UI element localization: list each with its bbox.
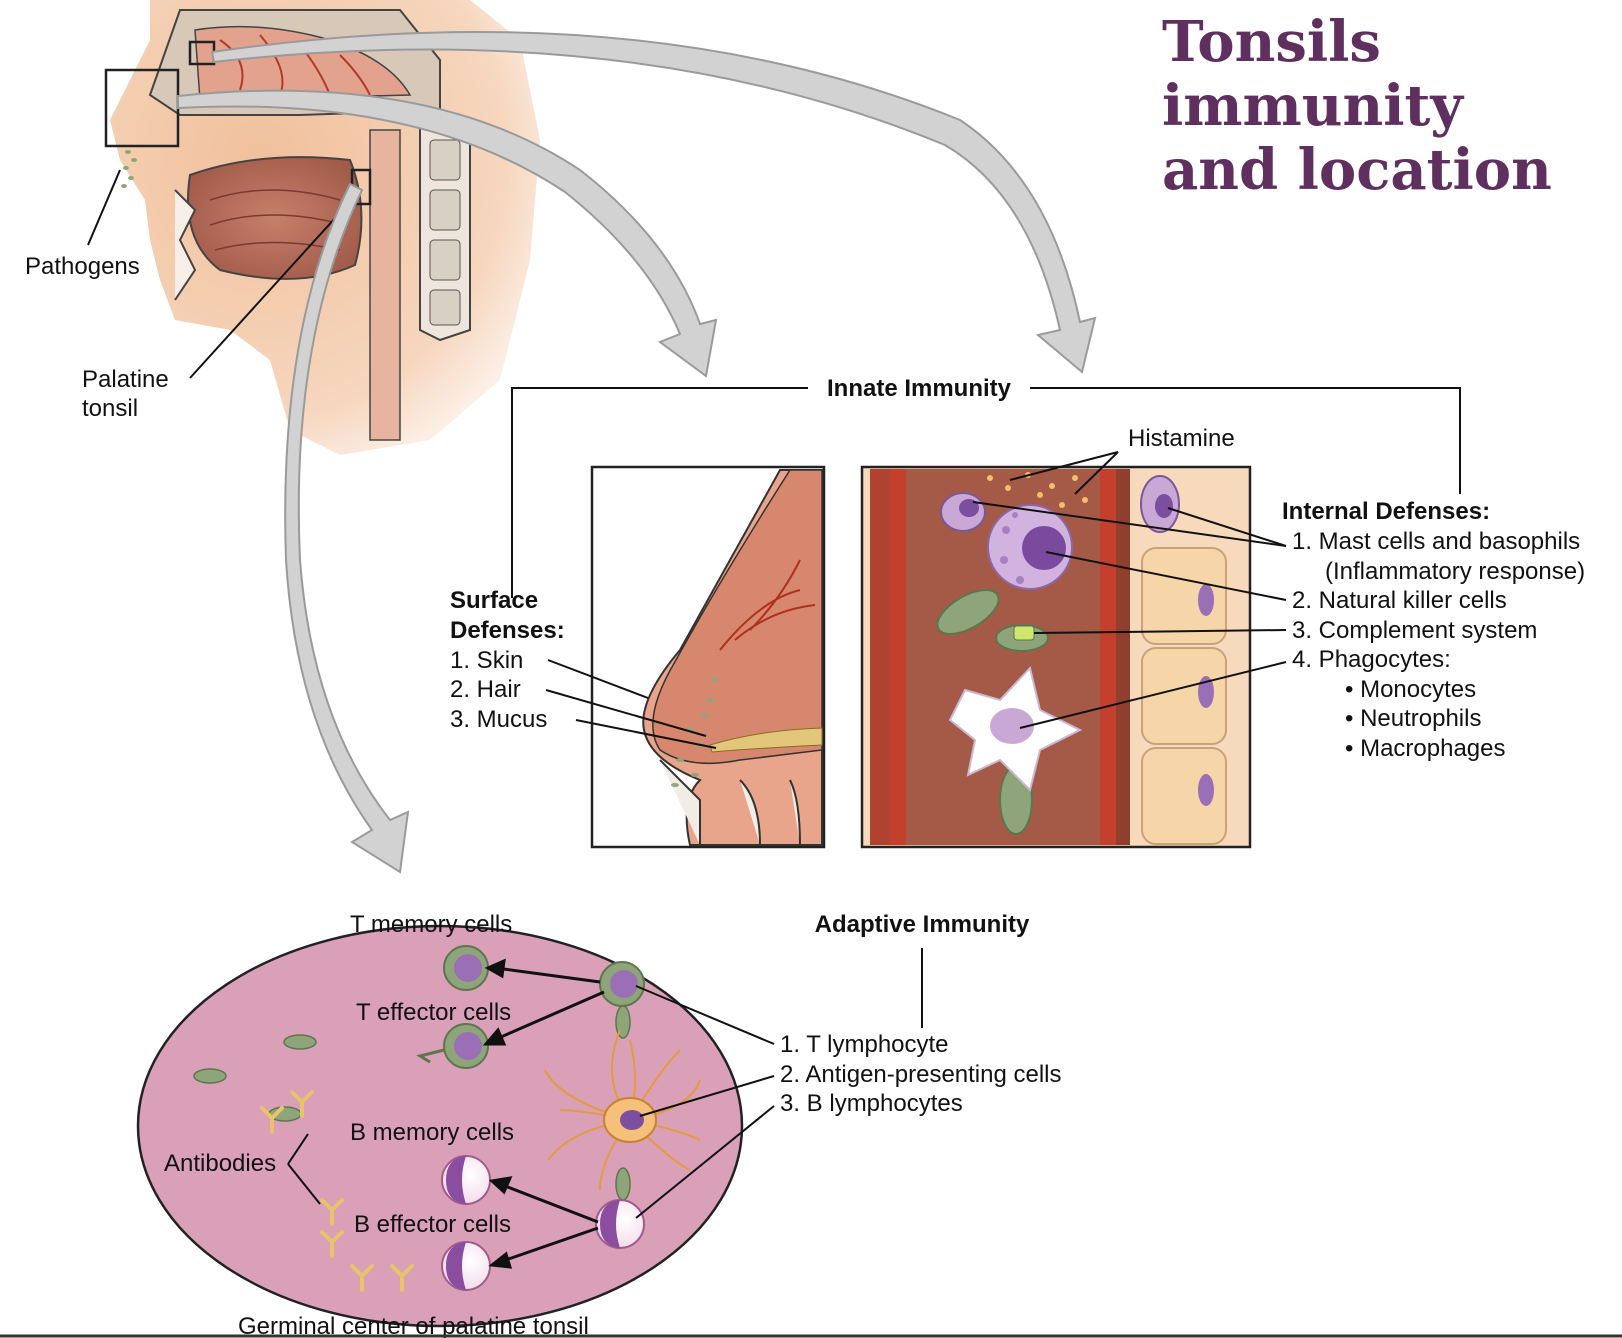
surface-title-2: Defenses: (450, 617, 565, 644)
adaptive-immunity-header: Adaptive Immunity (815, 911, 1030, 938)
histamine-leaders (1009, 451, 1119, 495)
histamine-label: Histamine (1128, 425, 1235, 452)
phagocyte-macrophages: • Macrophages (1345, 735, 1506, 762)
t-memory-cell (443, 945, 489, 991)
nk-cell (987, 504, 1073, 590)
b-memory-label: B memory cells (350, 1119, 514, 1146)
title-line-3: and location (1162, 137, 1552, 203)
antibodies-label: Antibodies (164, 1150, 276, 1177)
rbc-1 (936, 589, 1000, 635)
slide-title: Tonsils immunity and location (1162, 10, 1602, 202)
t-effector-cell (416, 1023, 489, 1069)
internal-item-mast: 1. Mast cells and basophils (1292, 528, 1580, 555)
arrow-to-surface (177, 89, 718, 378)
adaptive-item-t: 1. T lymphocyte (780, 1031, 949, 1058)
internal-item-nk: 2. Natural killer cells (1292, 587, 1507, 614)
internal-item-complement: 3. Complement system (1292, 617, 1537, 644)
phagocyte-monocytes: • Monocytes (1345, 676, 1476, 703)
t-effector-label: T effector cells (356, 999, 511, 1026)
arrow-to-germinal (284, 182, 410, 874)
mast-cell (940, 492, 986, 532)
macrophage (948, 665, 1083, 792)
b-cell-parent (595, 1199, 645, 1249)
surface-item-hair: 2. Hair (450, 676, 521, 703)
innate-bracket (511, 387, 1461, 598)
internal-defense-panel (860, 465, 1252, 849)
palatine-leader (189, 194, 357, 379)
palatine-label-1: Palatine (82, 366, 169, 393)
palatine-label-2: tonsil (82, 395, 138, 422)
innate-immunity-header: Innate Immunity (827, 375, 1012, 402)
arrow-to-internal (210, 30, 1097, 374)
internal-title: Internal Defenses: (1282, 498, 1490, 525)
internal-item-phagocytes: 4. Phagocytes: (1292, 646, 1451, 673)
t-memory-label: T memory cells (350, 911, 512, 938)
complement-complex (1013, 625, 1035, 641)
surface-leaders (545, 659, 717, 749)
surface-title-1: Surface (450, 587, 538, 614)
b-effector-label: B effector cells (354, 1211, 511, 1238)
surface-item-skin: 1. Skin (450, 647, 523, 674)
b-effector-cell (441, 1241, 491, 1291)
pathogens-label: Pathogens (25, 253, 140, 280)
internal-leaders (972, 501, 1287, 729)
b-memory-cell (441, 1155, 491, 1205)
title-line-1: Tonsils (1162, 9, 1381, 75)
antibodies-leaders (287, 1133, 321, 1205)
antibodies-glyphs (260, 1090, 414, 1292)
t-cell-parent (599, 961, 645, 1007)
phagocyte-neutrophils: • Neutrophils (1345, 705, 1481, 732)
basophil (1140, 475, 1180, 533)
germinal-center (136, 924, 744, 1328)
internal-item-inflammatory: (Inflammatory response) (1325, 558, 1585, 585)
adaptive-item-apc: 2. Antigen-presenting cells (780, 1061, 1062, 1088)
title-line-2: immunity (1162, 73, 1463, 139)
surface-defense-panel (590, 465, 826, 849)
adaptive-item-b: 3. B lymphocytes (780, 1090, 963, 1117)
pathogens-leader (87, 169, 121, 246)
connector-arrows (177, 30, 1097, 874)
differentiation-arrows (482, 958, 605, 1269)
adaptive-leaders (635, 985, 775, 1219)
germinal-caption: Germinal center of palatine tonsil (238, 1313, 589, 1338)
surface-item-mucus: 3. Mucus (450, 706, 547, 733)
